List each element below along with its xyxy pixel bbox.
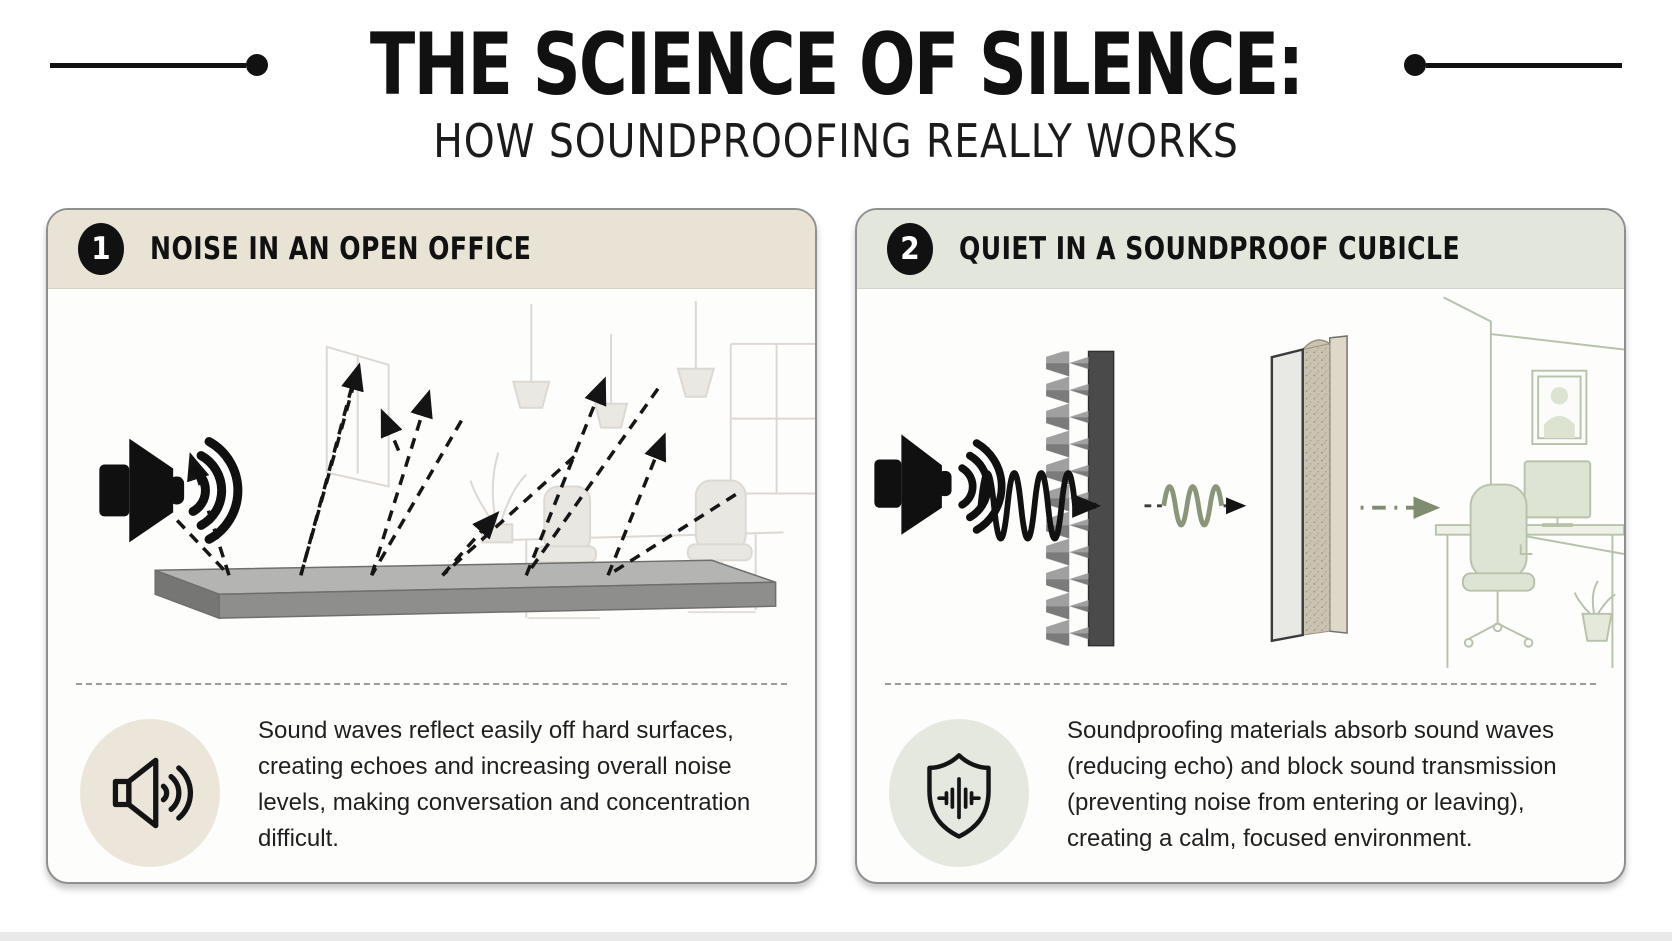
step-number-badge: 2 <box>887 223 933 275</box>
page-title: THE SCIENCE OF SILENCE: <box>369 15 1304 115</box>
page-subtitle: HOW SOUNDPROOFING REALLY WORKS <box>433 114 1239 168</box>
rule-line <box>1426 62 1623 68</box>
hard-surface-slab <box>154 559 777 620</box>
rule-dot <box>245 54 268 76</box>
panel-open-office: 1 NOISE IN AN OPEN OFFICE <box>46 208 817 884</box>
absorbed-sound-wave <box>1144 484 1247 528</box>
rule-line <box>49 62 246 68</box>
acoustic-foam-panel <box>1046 350 1115 647</box>
dashed-divider <box>885 683 1596 685</box>
panel-header: 2 QUIET IN A SOUNDPROOF CUBICLE <box>857 210 1624 289</box>
quiet-office-scene <box>1434 296 1624 668</box>
speaker-icon <box>99 437 243 544</box>
panel-soundproof-cubicle: 2 QUIET IN A SOUNDPROOF CUBICLE <box>855 208 1626 884</box>
panel-caption: Sound waves reflect easily off hard surf… <box>48 685 815 867</box>
bottom-strip <box>0 932 1672 941</box>
panel-header: 1 NOISE IN AN OPEN OFFICE <box>48 210 815 289</box>
panel-title: NOISE IN AN OPEN OFFICE <box>150 231 532 267</box>
step-number: 2 <box>900 231 920 267</box>
panels-container: 1 NOISE IN AN OPEN OFFICE <box>0 208 1672 884</box>
panel-description: Sound waves reflect easily off hard surf… <box>258 717 751 852</box>
speaker-outline-icon <box>80 719 220 867</box>
speaker-icon <box>874 434 1006 535</box>
panel-title: QUIET IN A SOUNDPROOF CUBICLE <box>959 231 1461 267</box>
step-number-badge: 1 <box>78 223 124 275</box>
masthead: THE SCIENCE OF SILENCE: HOW SOUNDPROOFIN… <box>0 0 1672 164</box>
panel-caption: Soundproofing materials absorb sound wav… <box>857 685 1624 867</box>
step-number: 1 <box>91 231 111 267</box>
reflection-diagram <box>48 289 815 683</box>
decorative-rule-left <box>49 54 268 76</box>
absorption-diagram <box>857 289 1624 683</box>
soundproof-wall <box>1270 335 1348 643</box>
dashed-divider <box>76 683 787 685</box>
shield-soundwave-icon <box>889 719 1029 867</box>
rule-dot <box>1404 54 1427 76</box>
decorative-rule-right <box>1404 54 1623 76</box>
reflected-sound-arrows <box>175 362 737 577</box>
panel-description: Soundproofing materials absorb sound wav… <box>1067 717 1557 852</box>
